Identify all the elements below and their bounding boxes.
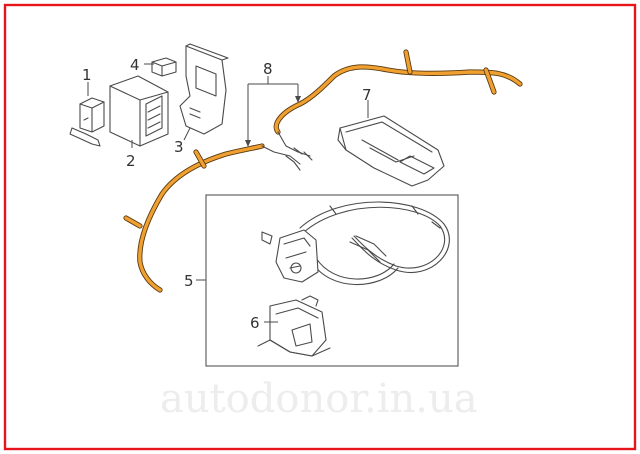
callout-5: 5: [184, 272, 194, 290]
part-7-shield: [337, 115, 445, 187]
frame-border: [3, 3, 637, 451]
part-6-bracket: [257, 295, 331, 357]
callout-4: 4: [130, 56, 140, 74]
part-8-cable-rear: [273, 49, 523, 161]
part-2-control-module: [109, 75, 169, 147]
part-5-actuator-assembly: [261, 201, 450, 286]
leader-lines: [87, 63, 369, 323]
callout-2: 2: [126, 152, 136, 170]
callout-8: 8: [263, 60, 273, 78]
callout-1: 1: [82, 66, 92, 84]
assembly-5-box: [205, 194, 459, 367]
part-4-clip: [151, 57, 177, 77]
part-3-bracket: [179, 43, 229, 135]
part-8-cable-front: [123, 143, 301, 293]
callout-6: 6: [250, 314, 260, 332]
callout-3: 3: [174, 138, 184, 156]
watermark-text: autodonor.in.ua: [160, 376, 478, 422]
callout-7: 7: [362, 86, 372, 104]
part-1-sensor: [69, 97, 105, 147]
